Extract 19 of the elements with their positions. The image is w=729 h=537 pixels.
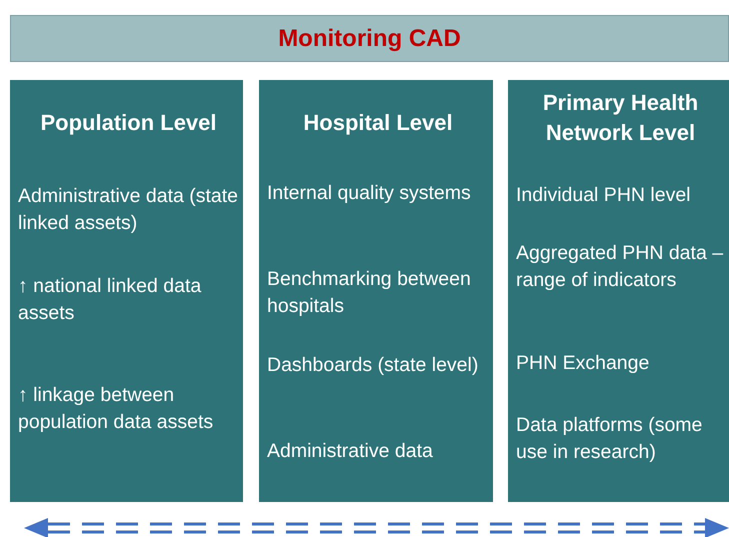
item-text: PHN Exchange [516,351,650,376]
item-text: ↑ linkage between population data assets [18,383,214,435]
item-text: Dashboards (state level) [267,353,480,378]
item-text: Aggregated PHN data – range of indicators [516,241,724,293]
column-heading: Population Level [39,109,218,137]
column-heading: Primary Health Network Level [542,89,700,147]
column-panel [10,80,243,502]
header-band [10,15,729,62]
item-text: Internal quality systems [267,181,472,206]
item-text: Data platforms (some use in research) [516,413,704,465]
item-text: ↑ national linked data assets [18,274,202,326]
item-text: Administrative data [267,439,434,464]
column-heading: Hospital Level [302,109,454,137]
item-text: Benchmarking between hospitals [267,267,472,319]
column-panel [508,80,729,502]
column-panel [259,80,493,502]
item-text: Administrative data (state linked assets) [18,184,239,236]
title-text: Monitoring CAD [277,25,462,53]
item-text: Individual PHN level [516,183,692,208]
